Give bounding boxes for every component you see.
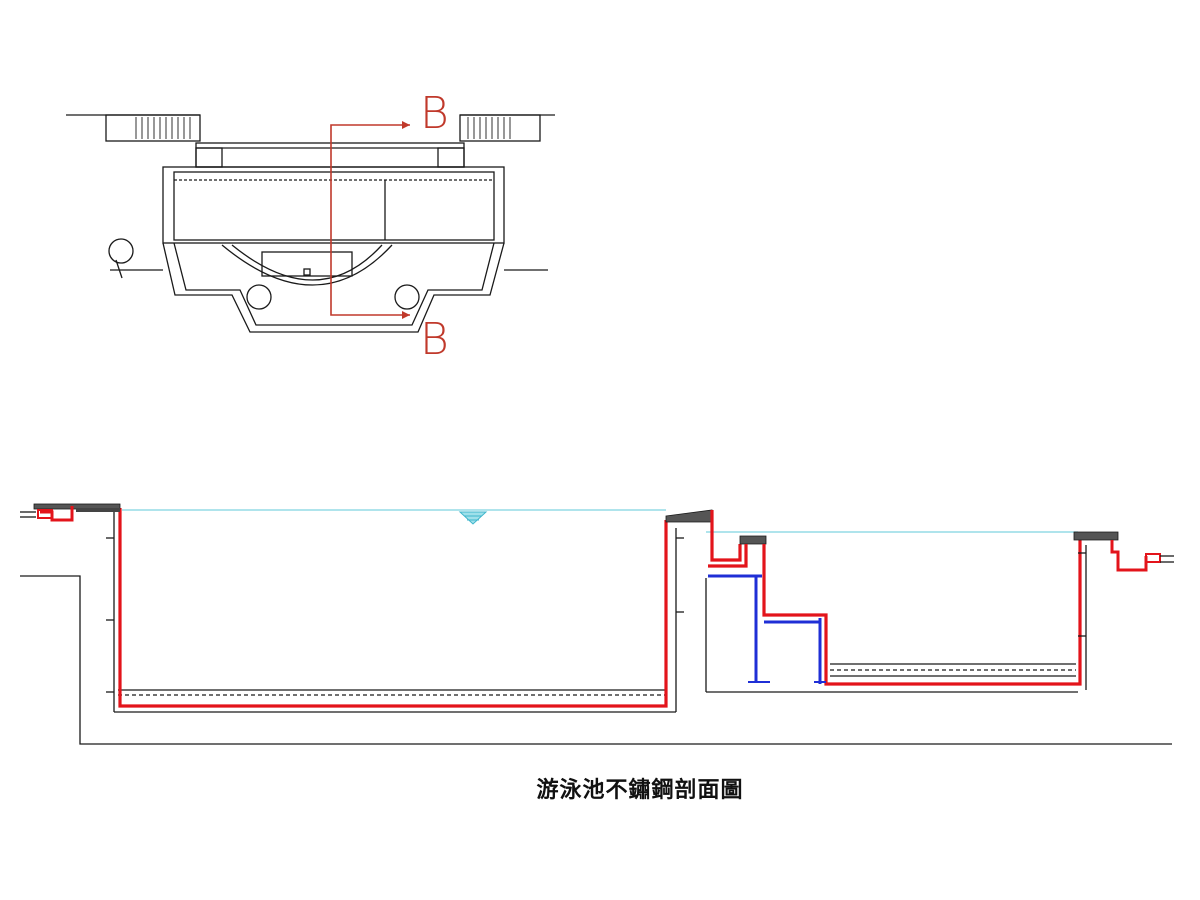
plan-circle-left — [246, 284, 272, 310]
plan-deck-left-post — [195, 147, 223, 168]
plan-circle-right — [394, 284, 420, 310]
plan-arc — [221, 244, 393, 286]
plan-drain-square — [303, 268, 311, 276]
plan-left-step-hatch — [135, 117, 191, 139]
main-pool-structure — [106, 508, 684, 713]
plan-inner-niche — [261, 251, 353, 277]
left-overflow-gutter — [20, 503, 121, 522]
main-pool-right-coping — [665, 509, 713, 523]
plan-deck-right-post — [437, 147, 465, 168]
plan-right-step-pad — [459, 114, 541, 142]
water-level-symbol — [458, 511, 488, 525]
blue-support-frame — [708, 574, 826, 684]
main-pool-stainless-lining — [118, 508, 668, 708]
plan-left-outside-circle — [108, 238, 134, 264]
plan-left-step-pad — [105, 114, 201, 142]
section-view — [20, 503, 1174, 745]
section-marker-bottom: B — [420, 314, 449, 365]
plan-lower-trapezoid — [162, 242, 505, 333]
plan-deck-strip — [195, 142, 465, 168]
section-ground-line — [20, 575, 1172, 745]
plan-pool-body — [162, 166, 505, 244]
section-cut-line — [330, 124, 410, 316]
middle-step-structure — [705, 510, 1087, 693]
section-marker-top: B — [420, 88, 449, 139]
plan-view — [66, 114, 555, 333]
right-overflow-gutter — [1073, 531, 1174, 572]
plan-right-step-hatch — [467, 117, 511, 139]
drawing-caption: 游泳池不鏽鋼剖面圖 — [536, 777, 744, 803]
